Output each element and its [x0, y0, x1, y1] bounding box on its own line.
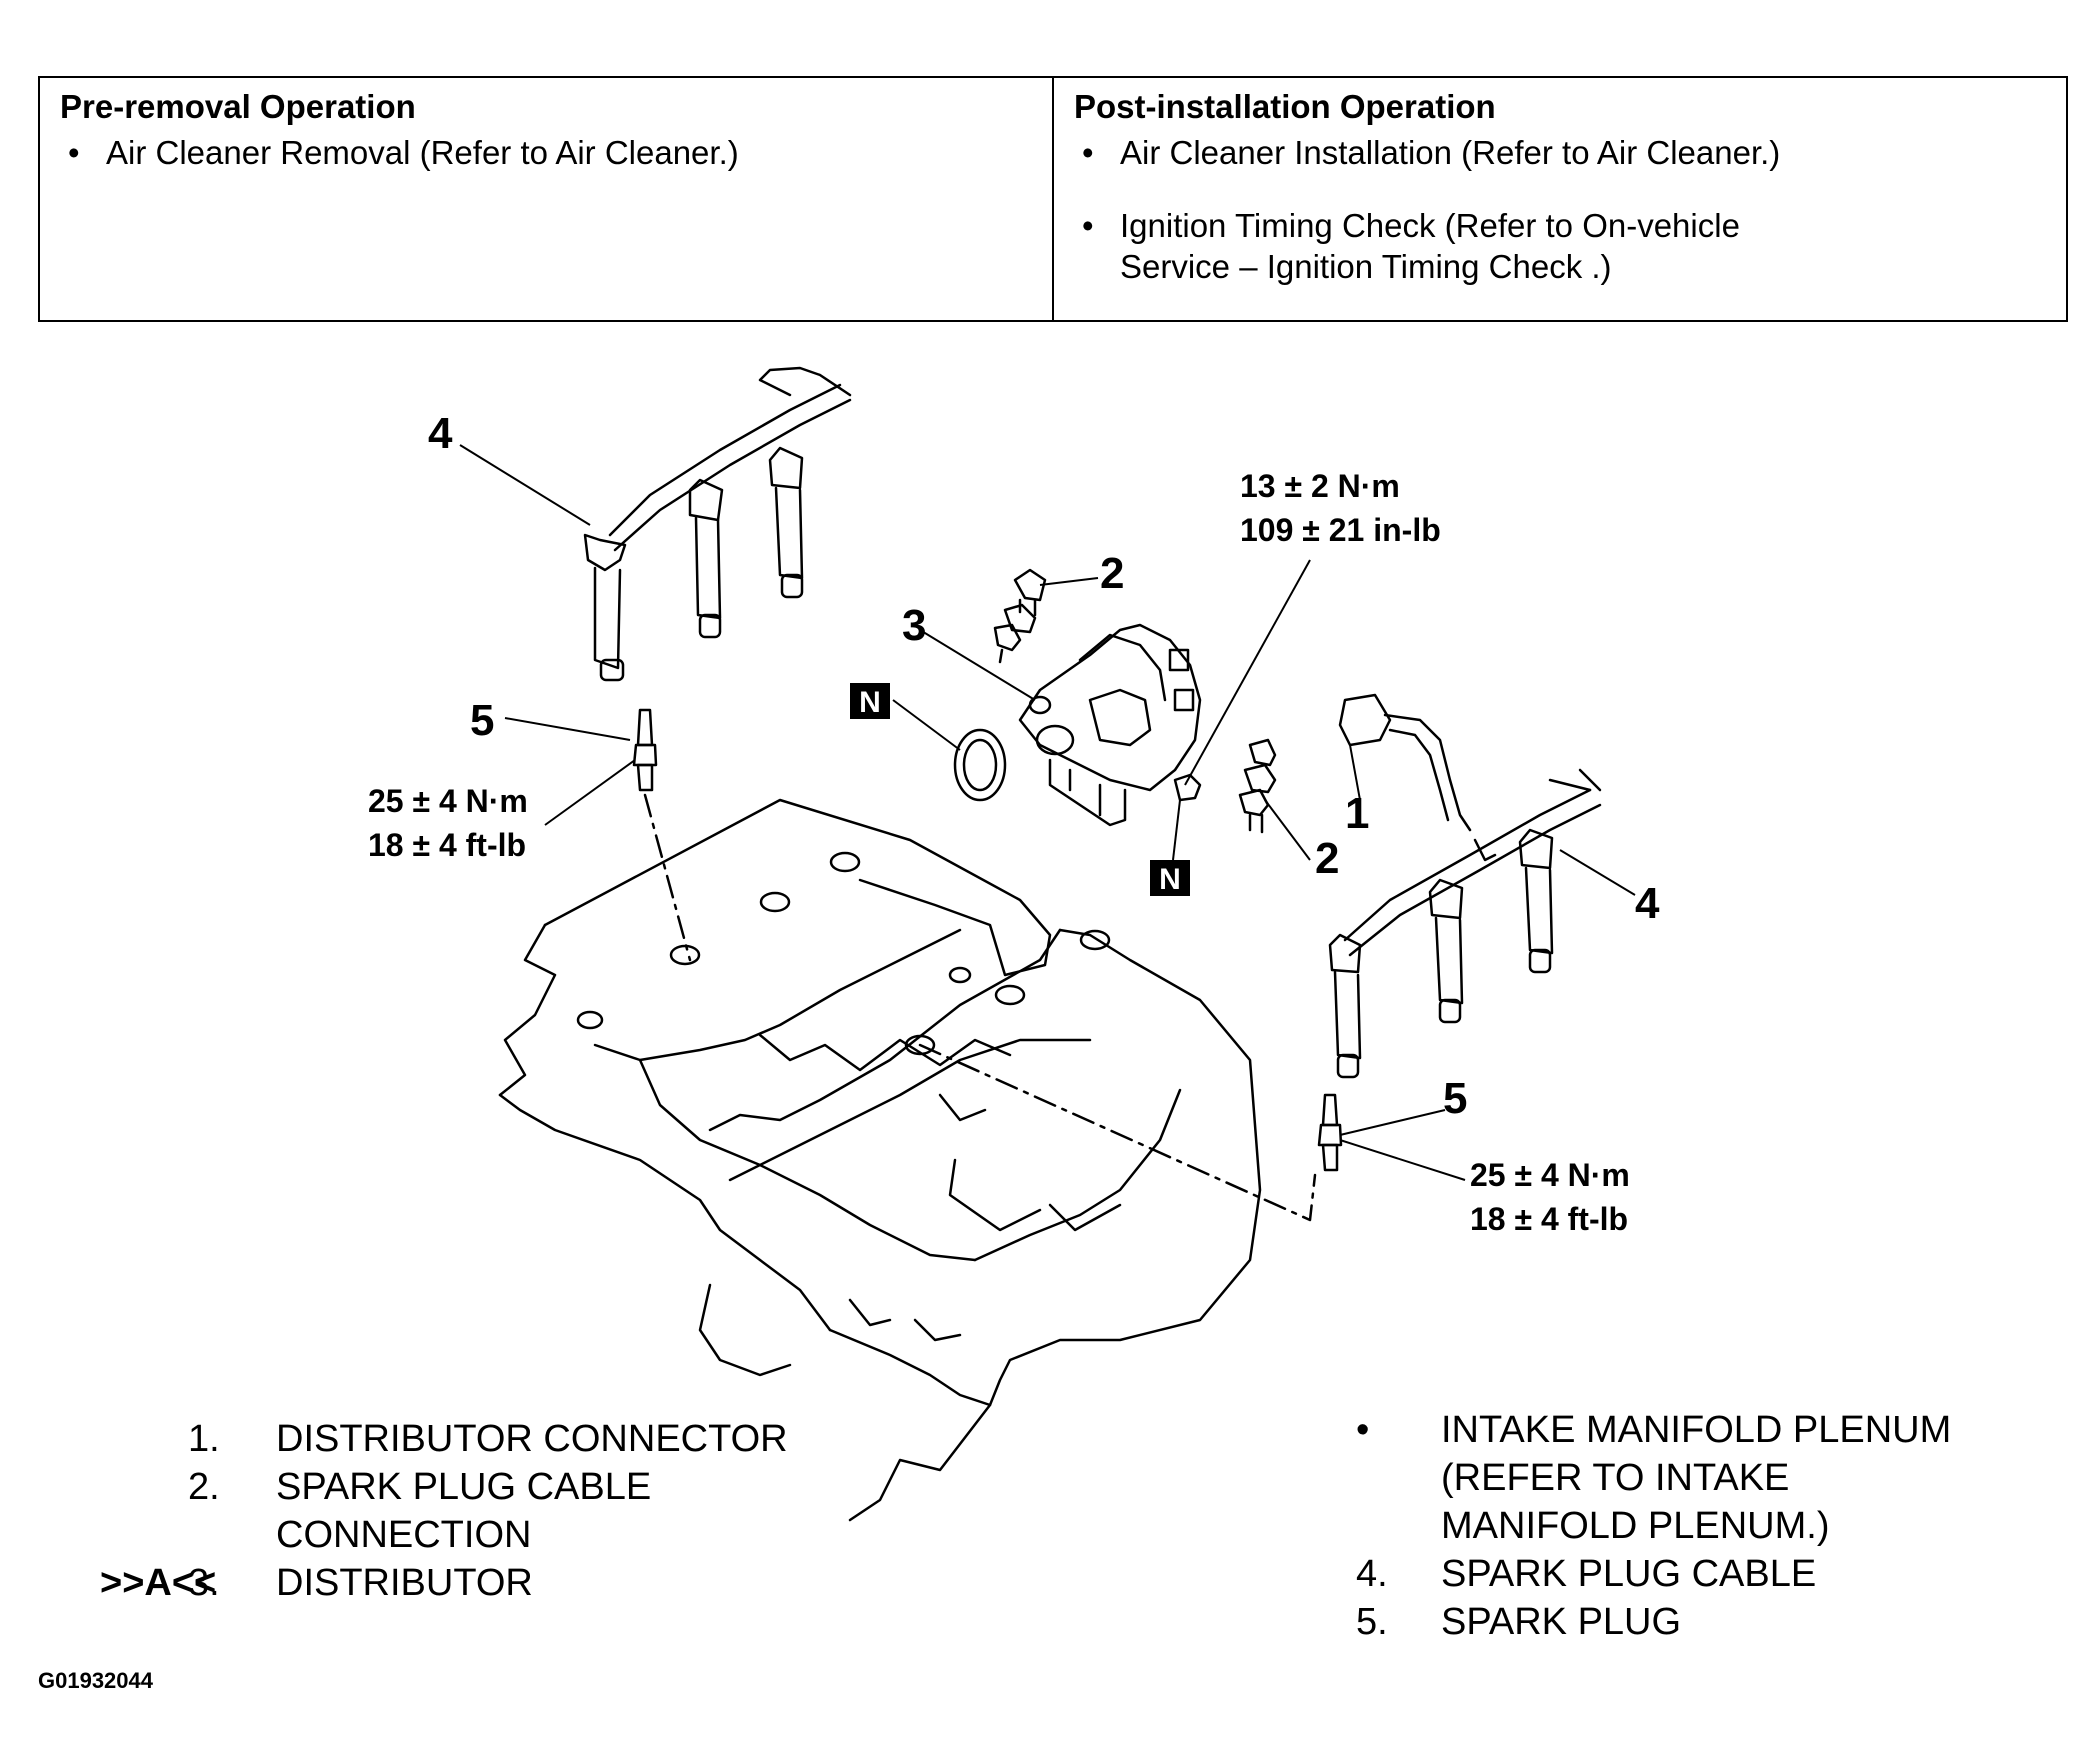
callout-2-upper: 2: [1100, 549, 1124, 598]
leader-lines: [459, 444, 1636, 1181]
post-installation-item: •Air Cleaner Installation (Refer to Air …: [1082, 134, 1781, 171]
spark-plug-cable-right-illustration: [1328, 768, 1602, 1079]
legend-row: MANIFOLD PLENUM.): [1441, 1505, 1830, 1547]
callout-3: 3: [902, 601, 926, 650]
distributor-connector-illustration: [1338, 693, 1472, 832]
legend-row: • INTAKE MANIFOLD PLENUM: [1356, 1409, 1952, 1451]
legend-row: 4. SPARK PLUG CABLE: [1356, 1553, 1817, 1595]
svg-text:N: N: [859, 686, 881, 719]
torque-spark-plug-left-ftlb: 18 ± 4 ft-lb: [368, 827, 526, 863]
seal-illustration: [1173, 773, 1202, 802]
legend-row: 2. SPARK PLUG CABLE: [188, 1466, 652, 1508]
callout-4-right: 4: [1635, 879, 1660, 928]
torque-distributor-nm: 13 ± 2 N·m: [1240, 468, 1400, 504]
legend-row: CONNECTION: [276, 1514, 532, 1556]
install-axis-left: [643, 793, 692, 962]
distributor-illustration: [1018, 623, 1202, 827]
spark-plug-cable-left-illustration: [583, 366, 852, 682]
pre-removal-column: Pre-removal Operation •Air Cleaner Remov…: [40, 78, 1054, 320]
post-installation-item: •Ignition Timing Check (Refer to On-vehi…: [1082, 207, 1740, 285]
n-badge-lower: N: [1150, 860, 1190, 896]
torque-spark-plug-right-nm: 25 ± 4 N·m: [1470, 1157, 1630, 1193]
callout-4-left: 4: [428, 409, 453, 458]
install-axis-right: [918, 1043, 1317, 1222]
torque-distributor-inlb: 109 ± 21 in-lb: [1240, 512, 1441, 548]
cable-clip-lower-illustration: [1238, 738, 1277, 834]
legend-row: 5. SPARK PLUG: [1356, 1601, 1682, 1643]
torque-spark-plug-right-ftlb: 18 ± 4 ft-lb: [1470, 1201, 1628, 1237]
n-badge-upper: N: [850, 683, 890, 719]
operations-table: Pre-removal Operation •Air Cleaner Remov…: [38, 76, 2068, 322]
o-ring-illustration: [953, 728, 1007, 802]
legend-row: 1. DISTRIBUTOR CONNECTOR: [188, 1418, 788, 1460]
callout-1: 1: [1345, 789, 1369, 838]
pre-removal-item: •Air Cleaner Removal (Refer to Air Clean…: [68, 134, 739, 171]
legend-row: (REFER TO INTAKE: [1441, 1457, 1790, 1499]
callout-2-lower: 2: [1315, 834, 1339, 883]
spark-plug-left-illustration: [632, 708, 658, 792]
legend-left: 1. DISTRIBUTOR CONNECTOR 2. SPARK PLUG C…: [100, 1415, 836, 1607]
svg-text:N: N: [1159, 863, 1181, 896]
figure-id: G01932044: [38, 1668, 153, 1693]
post-installation-heading: Post-installation Operation: [1074, 88, 1496, 125]
torque-spark-plug-left-nm: 25 ± 4 N·m: [368, 783, 528, 819]
engine-head-illustration: [498, 798, 1262, 1522]
legend-right: • INTAKE MANIFOLD PLENUM (REFER TO INTAK…: [1356, 1406, 2001, 1646]
post-installation-column: Post-installation Operation •Air Cleaner…: [1054, 78, 2066, 320]
pre-removal-heading: Pre-removal Operation: [60, 88, 416, 125]
cable-clip-upper-illustration: [993, 568, 1047, 664]
legend-row: >>A<< 3. DISTRIBUTOR: [100, 1562, 533, 1604]
callout-5-right: 5: [1443, 1074, 1467, 1123]
spark-plug-right-illustration: [1317, 1093, 1343, 1172]
callout-5-left: 5: [470, 696, 494, 745]
